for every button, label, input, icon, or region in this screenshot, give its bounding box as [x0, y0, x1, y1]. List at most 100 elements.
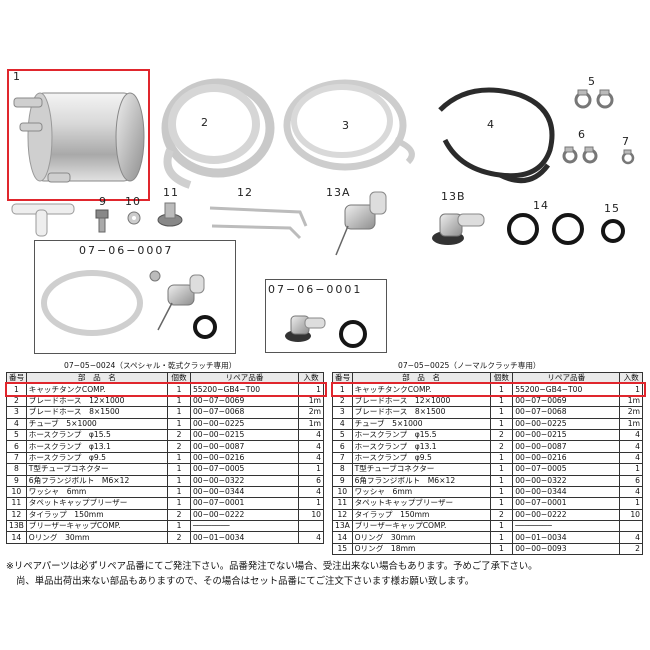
tappet-breather-image	[157, 202, 183, 227]
cell-name: タイラップ 150mm	[351, 508, 491, 522]
cell-repair-no: 00−00−0087	[189, 440, 300, 453]
hose-clamp-15-image	[574, 89, 614, 109]
cell-no: 10	[332, 485, 353, 499]
cell-name: ホースクランプ φ13.1	[25, 440, 169, 453]
o-ring-18-image	[601, 219, 625, 243]
cell-pack: 4	[298, 531, 324, 544]
cell-pack: 4	[619, 531, 643, 544]
cell-name: Oリング 30mm	[351, 531, 491, 544]
cell-no: 9	[332, 474, 353, 487]
cell-no: 14	[332, 531, 353, 544]
cell-pack: 6	[298, 474, 324, 487]
flange-bolt-image	[95, 209, 109, 233]
cell-name: Oリング 18mm	[351, 542, 491, 556]
cell-qty: 1	[489, 485, 514, 499]
label-part-3: 3	[342, 119, 350, 132]
braided-hose-8-image	[283, 79, 415, 171]
cell-no: 5	[332, 428, 353, 442]
black-tube-image	[438, 87, 555, 184]
braided-hose-12-image	[161, 78, 275, 189]
cell-no: 10	[6, 485, 27, 499]
header-pack: 入数	[298, 371, 324, 385]
cell-qty: 2	[167, 508, 191, 522]
cell-name: タイラップ 150mm	[25, 508, 169, 522]
cell-pack: 2m	[619, 406, 643, 419]
cell-no: 11	[332, 497, 353, 510]
cell-pack: 4	[298, 440, 324, 453]
cell-name: チューブ 5×1000	[351, 417, 491, 430]
o-ring-30-image	[507, 213, 584, 245]
cell-pack: 1	[619, 463, 643, 476]
cell-no: 7	[6, 451, 27, 465]
label-part-13b: 13B	[441, 190, 466, 203]
cell-pack: 1	[298, 463, 324, 476]
breather-cap-13a-image	[335, 191, 387, 256]
cell-pack: 10	[298, 508, 324, 522]
header-qty: 個数	[167, 371, 191, 385]
cell-repair-no: 00−00−0344	[189, 485, 300, 499]
cell-name: ホースクランプ φ15.5	[351, 428, 491, 442]
cell-name: T型チューブコネクター	[351, 463, 491, 476]
cell-repair-no: 00−07−0068	[512, 406, 621, 419]
cell-repair-no: ────────	[189, 520, 300, 533]
cell-name: ホースクランプ φ9.5	[25, 451, 169, 465]
cell-no: 5	[6, 428, 27, 442]
kit-code-0001: 07−06−0001	[268, 283, 363, 296]
cell-qty: 2	[167, 531, 191, 544]
cell-qty: 1	[489, 497, 514, 510]
cell-repair-no: 00−07−0005	[189, 463, 300, 476]
cell-name: タペットキャップブリーザー	[25, 497, 169, 510]
cell-repair-no: 00−00−0087	[512, 440, 621, 453]
label-part-6: 6	[578, 128, 586, 141]
note-line-1: ※リペアパーツは必ずリペア品番にてご発注下さい。品番発注でない場合、受注出来ない…	[6, 561, 538, 572]
label-part-5: 5	[588, 75, 596, 88]
cell-repair-no: 00−01−0034	[512, 531, 621, 544]
cell-pack: 10	[619, 508, 643, 522]
kit-code-0007: 07−06−0007	[79, 244, 174, 257]
cell-name: ワッシャ 6mm	[25, 485, 169, 499]
cell-pack: 4	[298, 485, 324, 499]
cell-name: タペットキャップブリーザー	[351, 497, 491, 510]
cell-name: ホースクランプ φ15.5	[25, 428, 169, 442]
cell-pack	[298, 520, 324, 533]
label-part-15: 15	[604, 202, 620, 215]
kit-box-0007	[34, 240, 236, 354]
highlight-row-left	[5, 382, 327, 397]
table-left-title: 07−05−0024（スペシャル・乾式クラッチ専用）	[64, 361, 237, 370]
cell-qty: 1	[167, 463, 191, 476]
cell-qty: 2	[489, 428, 514, 442]
cell-repair-no: 00−01−0034	[189, 531, 300, 544]
cell-no: 3	[332, 406, 353, 419]
cell-pack: 4	[298, 451, 324, 465]
cell-name: T型チューブコネクター	[25, 463, 169, 476]
t-connector-image	[11, 203, 75, 237]
cell-pack	[619, 520, 643, 533]
cell-repair-no: 00−07−0005	[512, 463, 621, 476]
highlight-box-tank	[7, 69, 150, 201]
cell-qty: 1	[489, 542, 514, 556]
cell-qty: 1	[489, 474, 514, 487]
table-right-title: 07−05−0025（ノーマルクラッチ専用）	[398, 361, 541, 370]
cell-no: 12	[6, 508, 27, 522]
header-name: 部 品 名	[351, 371, 491, 385]
label-part-9: 9	[99, 195, 107, 208]
cell-qty: 1	[167, 520, 191, 533]
cell-qty: 1	[489, 406, 514, 419]
cell-qty: 1	[489, 520, 514, 533]
hose-clamp-9-image	[621, 149, 635, 165]
cell-name: 6角フランジボルト M6×12	[25, 474, 169, 487]
cell-qty: 2	[489, 508, 514, 522]
cell-name: ブレードホース 8×1500	[351, 406, 491, 419]
